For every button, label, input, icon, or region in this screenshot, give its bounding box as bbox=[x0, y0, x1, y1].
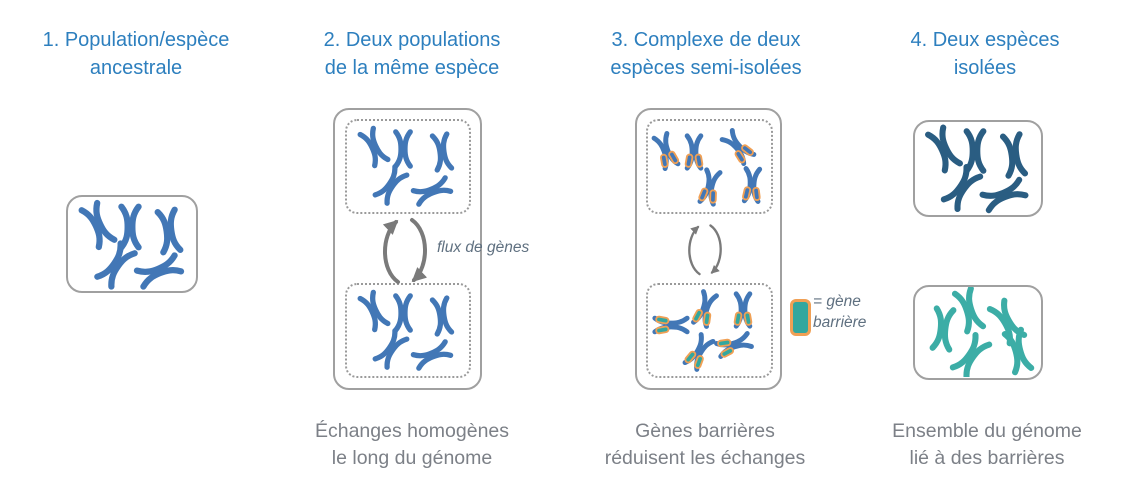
chromosome-icon bbox=[1003, 134, 1025, 175]
chromosome-icon bbox=[375, 331, 407, 367]
panel-3-caption: Gènes barrières réduisent les échanges bbox=[604, 420, 806, 469]
barrier-chromosome-icon bbox=[716, 332, 752, 359]
panel-1-title: 1. Population/espèce ancestrale bbox=[42, 29, 230, 79]
chromosome-set-population-a bbox=[347, 121, 468, 211]
barrier-chromosome-icon bbox=[655, 316, 687, 334]
population-a-dotted-box bbox=[345, 119, 471, 214]
chromosome-icon bbox=[360, 292, 388, 329]
semi-species-b-dotted-box bbox=[646, 283, 773, 378]
arrow-down-icon bbox=[410, 218, 428, 283]
panel-4-caption: Ensemble du génome lié à des barrières bbox=[892, 420, 1082, 469]
chromosome-icon bbox=[121, 207, 138, 248]
isolated-species-b-box bbox=[913, 285, 1043, 380]
panel-4-title: 4. Deux espèces isolées bbox=[910, 29, 1060, 79]
chromosome-set-ancestral bbox=[68, 197, 195, 290]
chromosome-icon bbox=[953, 335, 989, 377]
barrier-chromosome-icon bbox=[698, 169, 722, 204]
panel-3-title: 3. Complexe de deux espèces semi-isolées bbox=[610, 29, 802, 79]
panel-2-caption: Échanges homogènes le long du génome bbox=[314, 420, 510, 469]
chromosome-set-population-b bbox=[347, 285, 468, 375]
barrier-gene-swatch bbox=[790, 299, 811, 336]
barrier-chromosome-icon bbox=[652, 133, 680, 169]
chromosome-icon bbox=[928, 128, 960, 171]
reduced-gene-flow-arrows bbox=[688, 224, 722, 276]
arrow-up-icon bbox=[688, 225, 701, 276]
population-b-dotted-box bbox=[345, 283, 471, 378]
chromosome-icon bbox=[82, 203, 115, 247]
barrier-chromosome-icon bbox=[721, 129, 756, 165]
chromosome-icon bbox=[375, 167, 407, 203]
chromosome-set-species-a bbox=[915, 122, 1040, 214]
barrier-chromosome-icon bbox=[692, 291, 719, 327]
chromosome-icon bbox=[955, 289, 983, 332]
chromosome-icon bbox=[983, 180, 1026, 210]
chromosome-icon bbox=[432, 134, 451, 170]
chromosome-icon bbox=[413, 342, 450, 368]
barrier-chromosome-icon bbox=[683, 334, 714, 371]
arrow-down-icon bbox=[709, 224, 722, 274]
chromosome-icon bbox=[158, 210, 181, 253]
chromosome-icon bbox=[137, 255, 181, 286]
chromosome-icon bbox=[1005, 330, 1031, 373]
semi-species-a-dotted-box bbox=[646, 119, 773, 214]
ancestral-population-box bbox=[66, 195, 198, 293]
chromosome-icon bbox=[396, 296, 411, 330]
chromosome-icon bbox=[396, 132, 411, 166]
isolated-species-a-box bbox=[913, 120, 1043, 217]
arrow-up-icon bbox=[382, 219, 400, 284]
panel-2-title: 2. Deux populations de la même espèce bbox=[323, 29, 501, 79]
chromosome-icon bbox=[967, 131, 984, 171]
barrier-chromosome-icon bbox=[742, 168, 761, 201]
gene-flow-cycle-arrows bbox=[382, 218, 428, 284]
chromosome-icon bbox=[432, 298, 451, 334]
chromosome-set-semi-species-b bbox=[648, 285, 770, 375]
chromosome-icon bbox=[944, 167, 980, 209]
gene-flow-label: flux de gènes bbox=[437, 239, 530, 256]
barrier-chromosome-icon bbox=[734, 294, 752, 326]
chromosome-icon bbox=[413, 178, 450, 204]
chromosome-icon bbox=[97, 243, 134, 286]
chromosome-icon bbox=[360, 128, 388, 165]
chromosome-icon bbox=[933, 308, 954, 349]
barrier-gene-legend-label: = gène barrière bbox=[813, 293, 867, 331]
same-species-box bbox=[333, 108, 482, 390]
chromosome-set-semi-species-a bbox=[648, 121, 770, 211]
chromosome-set-species-b bbox=[915, 287, 1040, 377]
barrier-chromosome-icon bbox=[685, 136, 703, 168]
semi-isolated-species-box bbox=[635, 108, 782, 390]
